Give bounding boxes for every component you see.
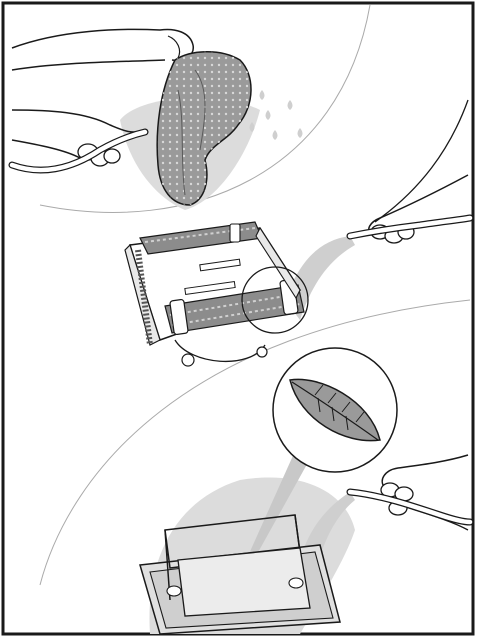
panel-divider-bottom [39, 299, 471, 586]
panel-divider-top [39, 4, 371, 213]
leaf-icon [289, 378, 381, 442]
water-spray [285, 236, 355, 320]
panel-1-filter-bag [8, 28, 303, 210]
filter-bag-icon [156, 51, 252, 206]
panel-2-robot-cleaner [124, 99, 474, 367]
garden-hose-icon [346, 214, 474, 240]
leaf-detail-callout [248, 347, 398, 556]
robot-cleaner-icon [124, 221, 305, 367]
filter-basket-icon [139, 514, 341, 635]
garden-hose-icon [346, 488, 474, 526]
water-drops-icon [249, 90, 303, 140]
brush-highlight-circle [241, 266, 309, 334]
panel-3-filter-basket [139, 347, 474, 635]
garden-hose-icon [8, 128, 149, 174]
top-hand-icon [11, 28, 194, 71]
